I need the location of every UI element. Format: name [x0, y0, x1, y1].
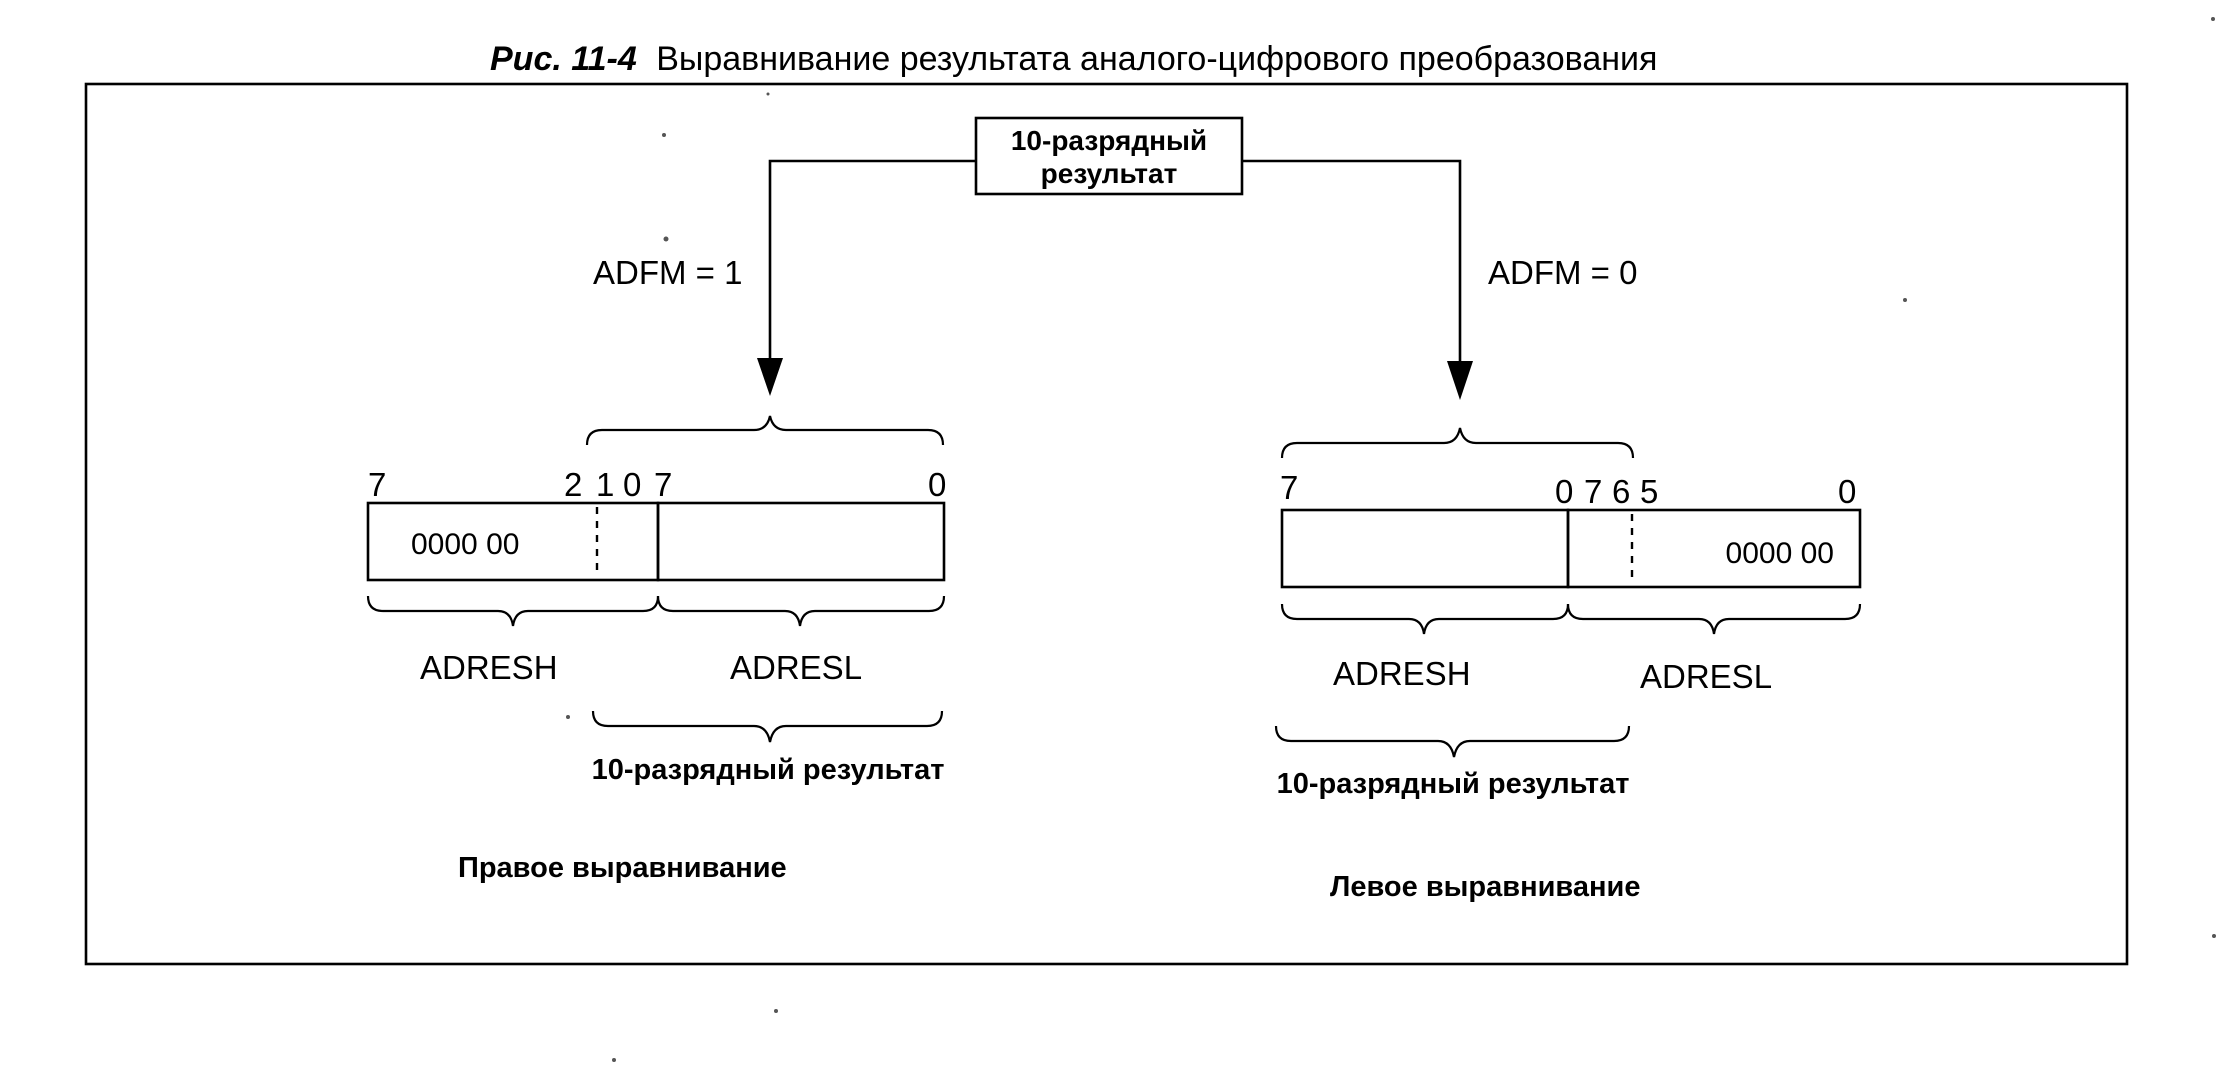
bit-number-2: 2 [564, 466, 582, 503]
adresl-register-right-justified [656, 501, 946, 582]
scan-speck [1903, 298, 1907, 302]
title-right-justified: Правое выравнивание [458, 852, 787, 884]
source-result-line2: результат [1041, 158, 1178, 189]
connector-left [768, 159, 976, 360]
brace-adresh-right-justified [366, 595, 660, 627]
source-result-box [974, 116, 1244, 196]
figure-frame [84, 82, 2129, 966]
scan-speck [766, 92, 770, 96]
result-label-left-justified: 10-разрядный результат [1277, 768, 1630, 800]
adresh-label-left-justified: ADRESH [1333, 655, 1471, 692]
adfm-1-label: ADFM = 1 [593, 254, 742, 291]
figure-caption: Рис. 11-4 Выравнивание результата аналог… [490, 40, 1657, 78]
source-result-line1: 10-разрядный [1011, 125, 1207, 156]
bit-number-0-adresh: 0 [623, 466, 641, 503]
brace-adresl-left-justified [1566, 603, 1862, 635]
scan-speck [662, 133, 666, 137]
bit-number-6-adresl-lj: 6 [1612, 473, 1630, 510]
scan-speck [2212, 934, 2216, 938]
scan-speck [663, 236, 669, 242]
brace-adresl-right-justified [656, 595, 946, 627]
title-left-justified: Левое выравнивание [1330, 871, 1640, 903]
top-brace-right-justified [585, 415, 945, 446]
brace-adresh-left-justified [1280, 603, 1570, 635]
arrow-down-right [1447, 361, 1473, 400]
bit-number-5-adresl-lj: 5 [1640, 473, 1658, 510]
scan-speck [2211, 17, 2215, 21]
adresl-contents-left-justified: 0000 00 [1726, 537, 1834, 570]
bit-number-0-adresl: 0 [928, 466, 946, 503]
bit-number-1: 1 [596, 466, 614, 503]
result-brace-right-justified [591, 710, 944, 743]
bit-number-0-adresl-lj: 0 [1838, 473, 1856, 510]
arrow-down-left [757, 358, 783, 396]
adresl-register-left-justified [1566, 508, 1862, 589]
bit-number-0-adresh-lj: 0 [1555, 473, 1573, 510]
scan-speck [774, 1009, 778, 1013]
bit-number-7-adresl-lj: 7 [1584, 473, 1602, 510]
result-brace-left-justified [1274, 725, 1631, 758]
adresh-register-left-justified [1280, 508, 1570, 589]
adresh-contents-right-justified: 0000 00 [411, 528, 519, 561]
result-label-right-justified: 10-разрядный результат [592, 754, 945, 786]
bit-number-7-adresl: 7 [654, 466, 672, 503]
figure-caption-text: Выравнивание результата аналого-цифровог… [656, 40, 1657, 78]
scan-speck [612, 1058, 616, 1062]
figure-caption-label: Рис. 11-4 [490, 40, 637, 78]
adfm-0-label: ADFM = 0 [1488, 254, 1637, 291]
bit-number-7-adresh-lj: 7 [1280, 469, 1298, 506]
bit-number-7-adresh: 7 [368, 466, 386, 503]
top-brace-left-justified [1280, 427, 1635, 459]
connector-right [1242, 159, 1462, 363]
adresl-label-left-justified: ADRESL [1640, 658, 1772, 695]
scan-speck [566, 715, 570, 719]
adresh-label-right-justified: ADRESH [420, 649, 558, 686]
adresl-label-right-justified: ADRESL [730, 649, 862, 686]
